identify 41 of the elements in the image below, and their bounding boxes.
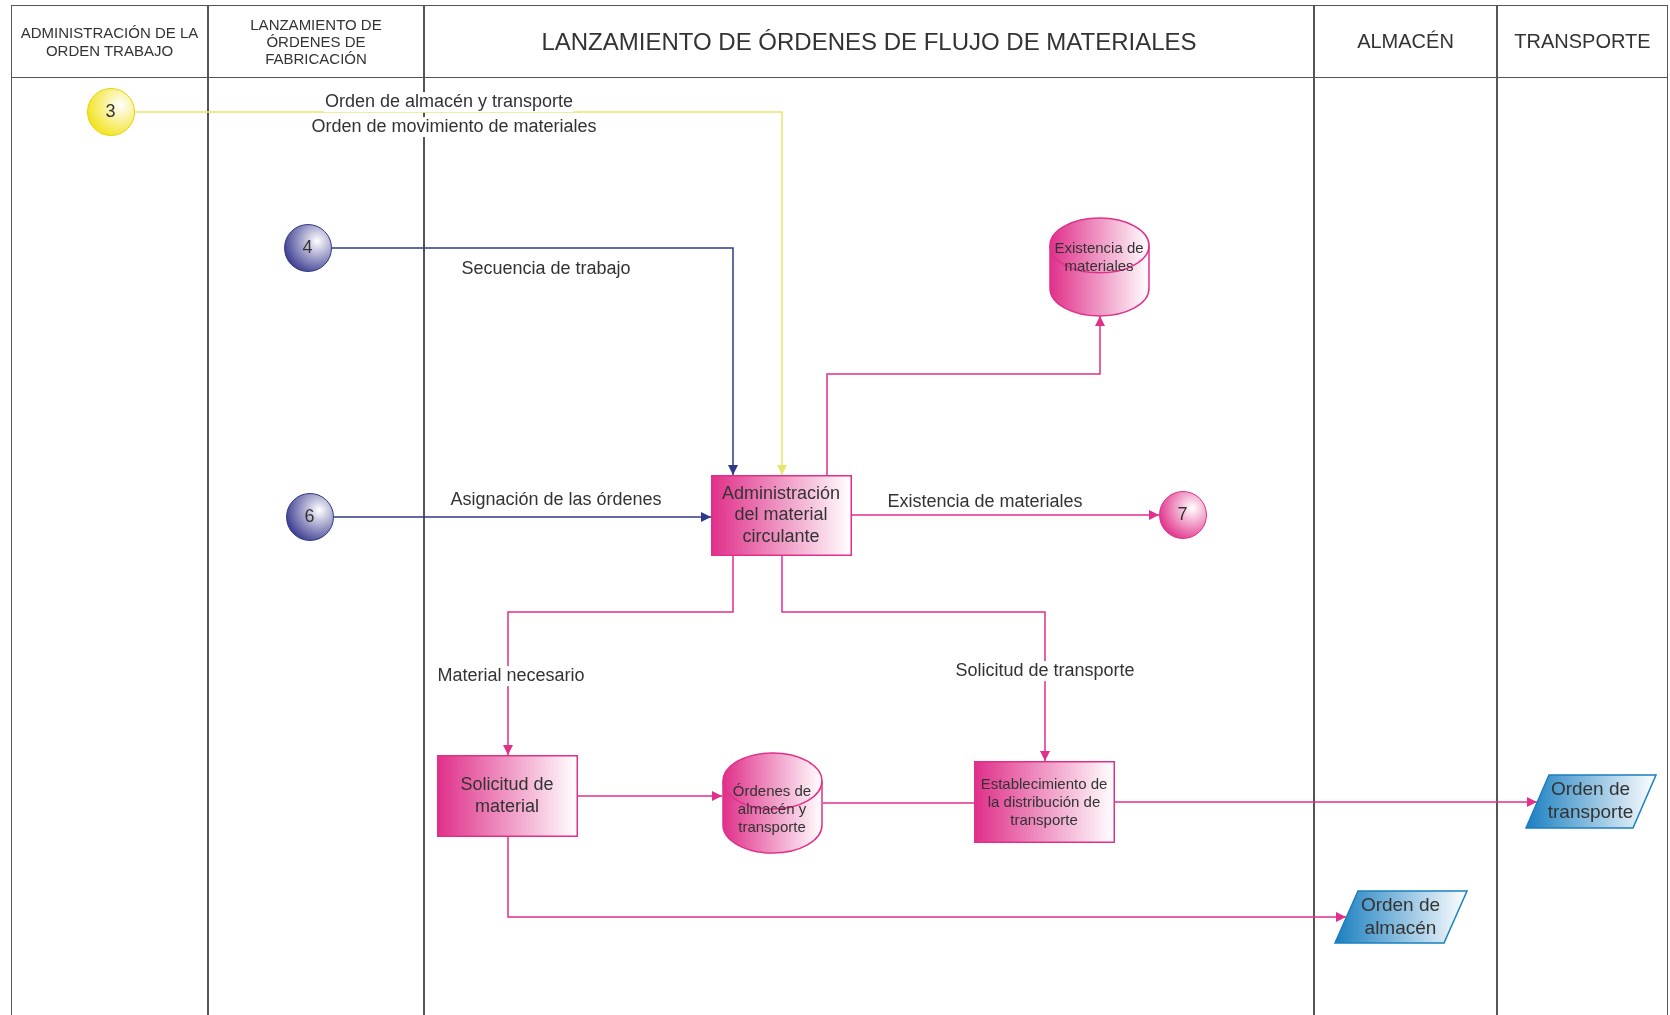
node-label: Establecimiento de la distribución de transporte — [979, 774, 1109, 829]
lane-header: ADMINISTRACIÓN DE LA ORDEN TRABAJO — [19, 24, 200, 59]
lane-header: ALMACÉN — [1357, 30, 1454, 53]
database-cylinder — [1048, 217, 1150, 316]
connector-number: 3 — [105, 100, 116, 123]
swimlane — [11, 5, 208, 1015]
arrow — [503, 555, 734, 756]
arrow — [507, 836, 1347, 922]
swimlane — [1314, 5, 1497, 1015]
arrow — [826, 315, 1105, 476]
lane-header: TRANSPORTE — [1514, 30, 1651, 53]
node-label: Administración del material circulante — [720, 482, 841, 548]
arrow — [577, 791, 723, 801]
node-label: Solicitud de material — [459, 773, 555, 818]
data-parallelogram — [1524, 773, 1657, 829]
database-cylinder — [721, 752, 823, 853]
process-box — [710, 474, 852, 556]
flow-label: Orden de movimiento de materiales — [310, 117, 598, 137]
process-box — [973, 760, 1115, 843]
edge-label: Secuencia de trabajo — [460, 259, 632, 279]
node-label: Orden de transporte — [1546, 778, 1635, 824]
node-label: Orden de almacén — [1359, 893, 1442, 940]
arrow — [1114, 797, 1538, 807]
process-box — [436, 754, 578, 837]
node-label: Órdenes de almacén y transporte — [731, 781, 813, 836]
edge-label: Orden de almacén y transporte — [323, 92, 575, 112]
connector-number: 6 — [304, 505, 315, 528]
arrow — [851, 510, 1160, 520]
connector-number: 4 — [302, 236, 313, 259]
swimlane — [1497, 5, 1668, 1015]
lane-header: LANZAMIENTO DE ÓRDENES DE FABRICACIÓN — [249, 15, 383, 68]
data-parallelogram — [1333, 889, 1468, 944]
edge-label: Material necesario — [436, 666, 586, 686]
connector-number: 7 — [1177, 503, 1188, 526]
lane-header: LANZAMIENTO DE ÓRDENES DE FLUJO DE MATERIALES — [541, 27, 1197, 56]
node-label: Existencia de materiales — [1053, 238, 1145, 275]
edge-label: Solicitud de transporte — [954, 661, 1136, 681]
edge-label: Asignación de las órdenes — [449, 490, 663, 510]
arrow — [331, 247, 738, 476]
arrow — [333, 512, 712, 522]
arrow — [781, 555, 1050, 762]
